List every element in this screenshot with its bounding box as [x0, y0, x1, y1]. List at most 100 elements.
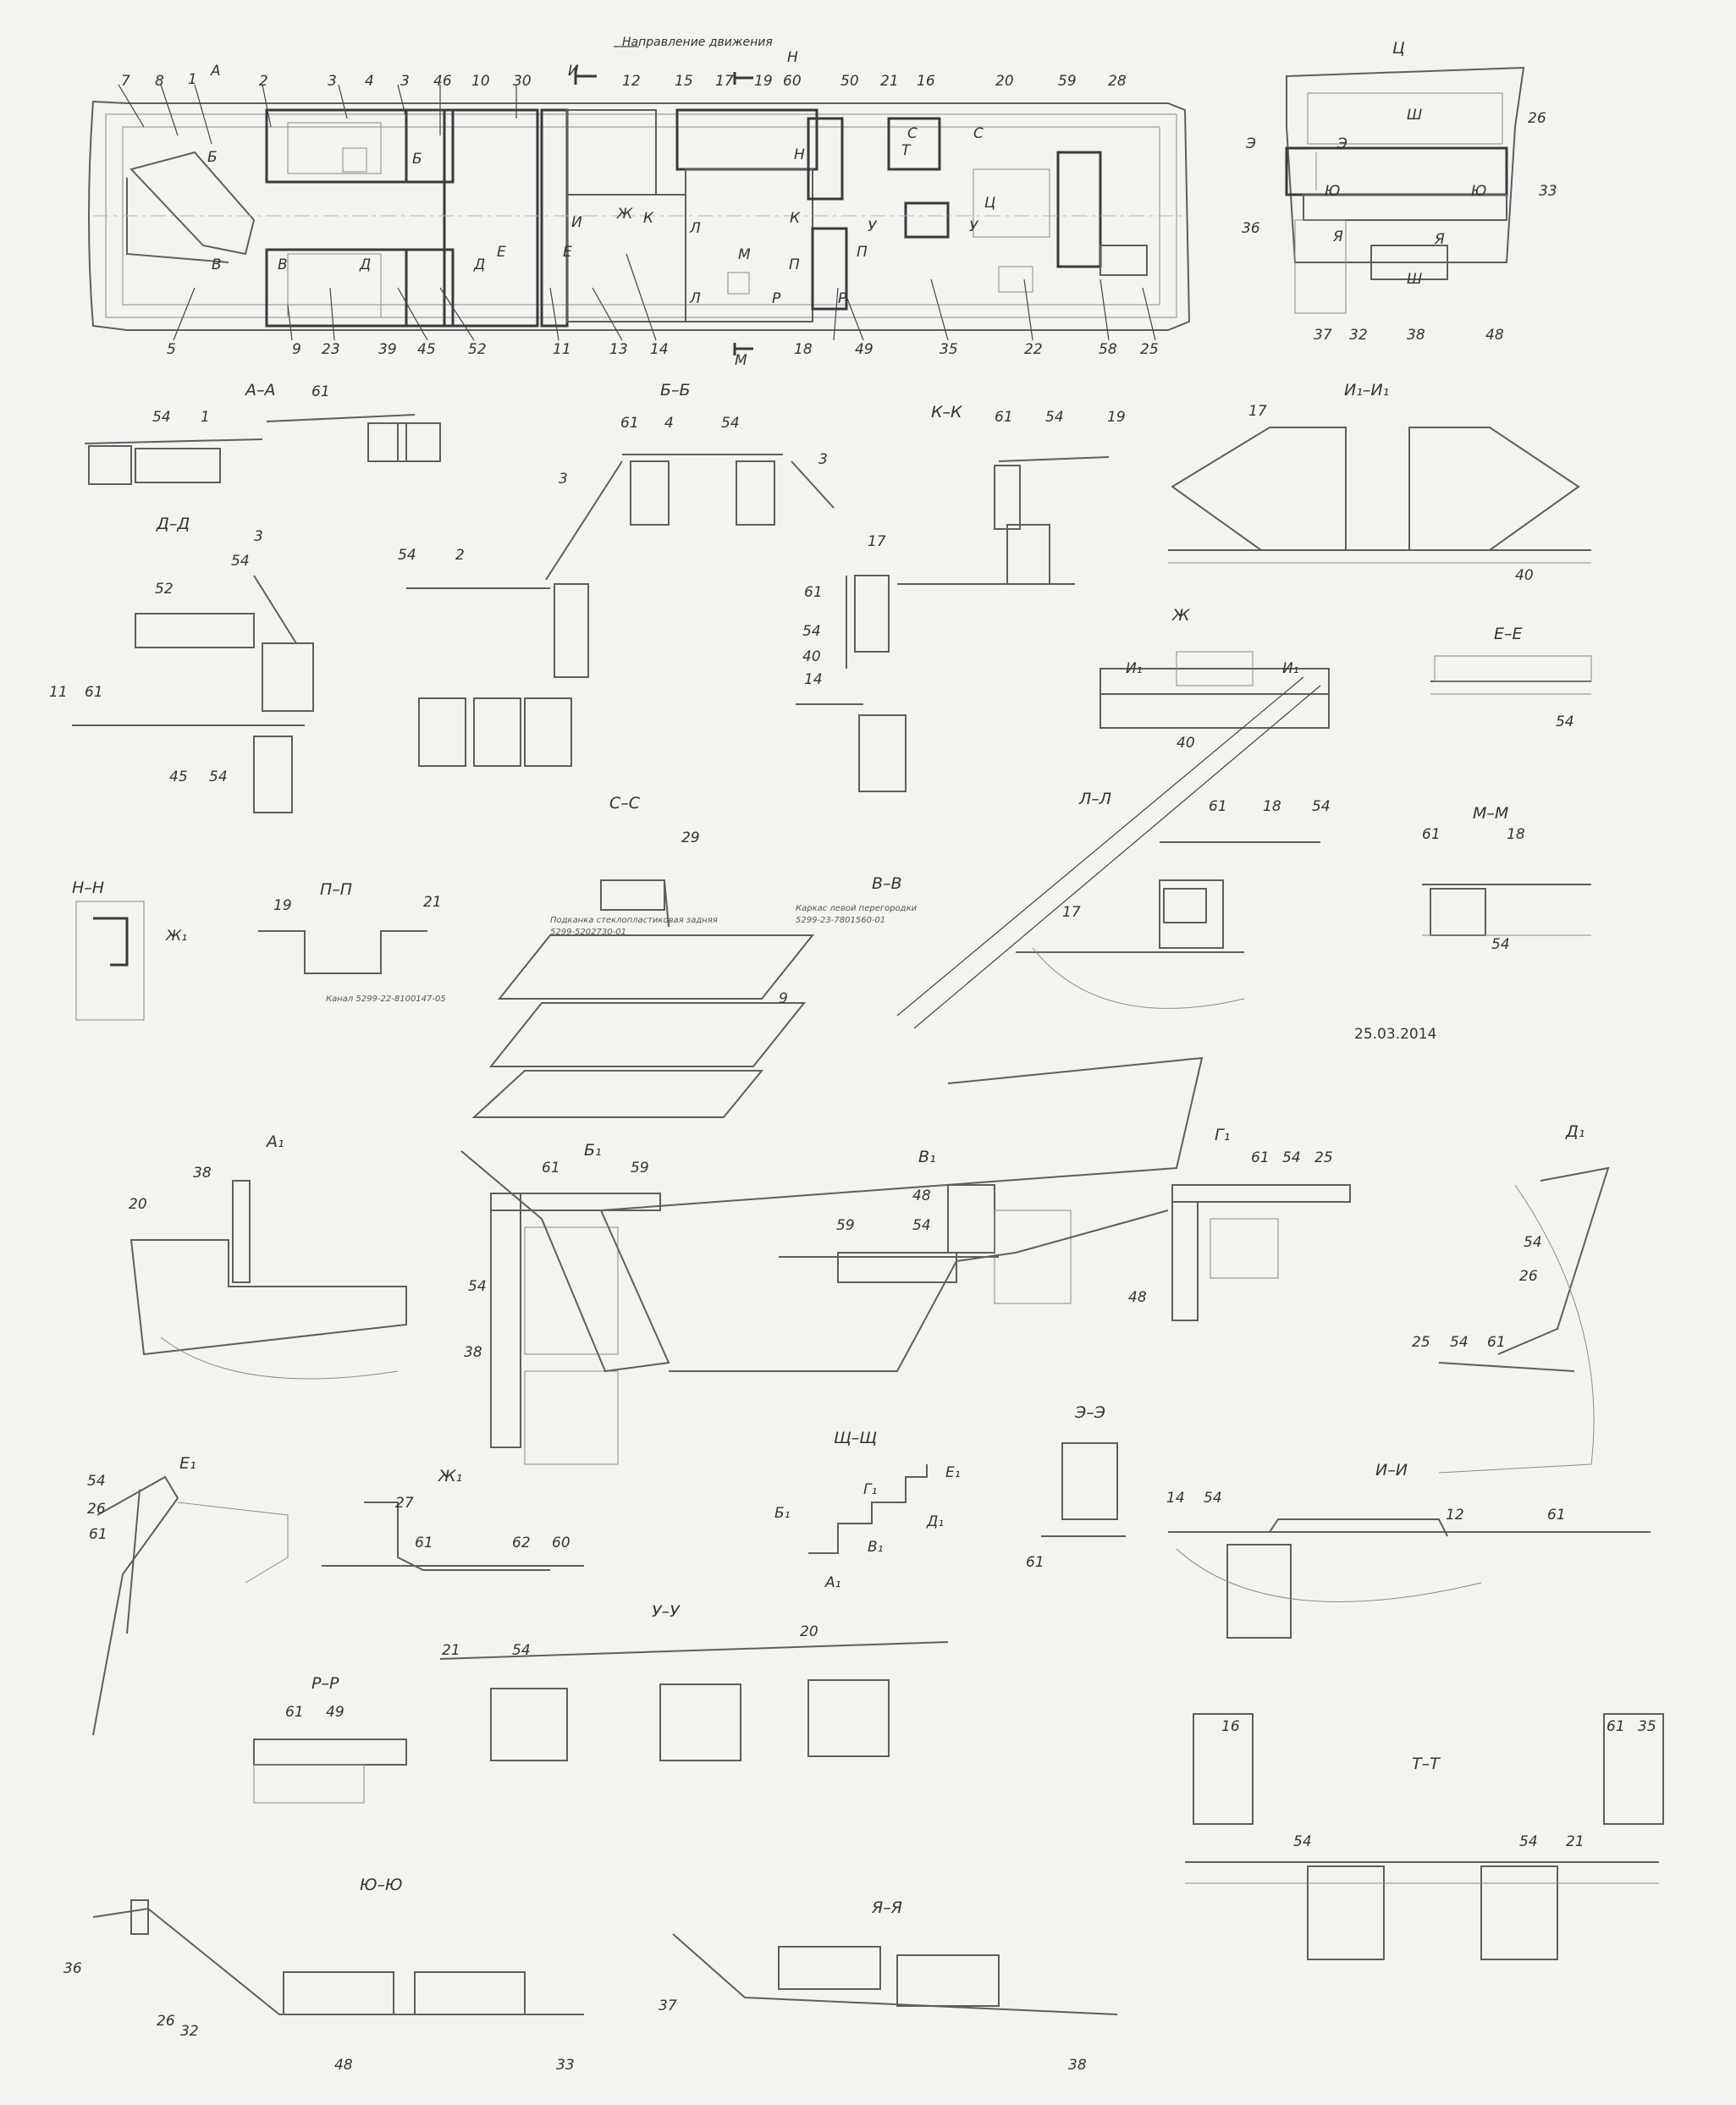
section-label: 40: [802, 648, 821, 665]
section-title: Я–Я: [872, 1898, 902, 1917]
plan-label: 46: [433, 73, 452, 90]
rear-view-label: Ю: [1471, 183, 1487, 200]
plan-label: 13: [609, 341, 628, 358]
section-details: [72, 414, 1664, 2015]
plan-label: Е: [563, 244, 572, 261]
section-label: 61: [620, 415, 639, 432]
section-title: Э–Э: [1075, 1403, 1106, 1422]
section-label: 61: [804, 584, 823, 601]
rear-view: [1285, 66, 1525, 314]
plan-label: Н: [787, 49, 798, 66]
section-label: 20: [800, 1623, 818, 1640]
section-label: 49: [326, 1704, 344, 1721]
section-label: 54: [1491, 936, 1510, 953]
section-label: 54: [1450, 1334, 1469, 1351]
plan-label: 12: [622, 73, 641, 90]
plan-label: Л: [690, 220, 701, 237]
plan-label: К: [643, 210, 654, 227]
plan-label: 50: [840, 73, 859, 90]
section-label: 61: [1422, 826, 1441, 843]
section-label: А₁: [825, 1574, 841, 1591]
section-label: 17: [1248, 403, 1267, 420]
section-label: 54: [512, 1642, 531, 1659]
section-label: 54: [1204, 1490, 1222, 1507]
plan-label: И: [571, 214, 582, 231]
plan-label: 21: [880, 73, 899, 90]
plan-label: 35: [940, 341, 958, 358]
section-label: 14: [804, 671, 823, 688]
section-label: 61: [1251, 1149, 1270, 1166]
section-title: М–М: [1473, 804, 1509, 823]
plan-label: К: [790, 210, 801, 227]
plan-label: Р: [772, 290, 781, 307]
plan-label: С: [907, 125, 918, 142]
section-title: А₁: [267, 1132, 284, 1151]
section-label: 61: [1547, 1507, 1566, 1524]
section-label: 61: [1209, 798, 1227, 815]
left-frame-note: Каркас левой перегородки: [796, 904, 918, 913]
rear-view-label: 33: [1539, 183, 1557, 200]
section-title: Н–Н: [72, 879, 105, 897]
section-label: 36: [63, 1960, 82, 1977]
section-label: Д₁: [927, 1513, 945, 1530]
section-label: 61: [542, 1160, 560, 1176]
section-title: Е–Е: [1494, 625, 1523, 643]
section-label: 33: [556, 2057, 575, 2074]
section-label: 25: [1314, 1149, 1333, 1166]
section-title: Ж₁: [438, 1467, 463, 1485]
plan-label: Ц: [984, 195, 996, 212]
section-label: 48: [1128, 1289, 1147, 1306]
rear-view-label: Ш: [1407, 107, 1423, 124]
section-title: Г₁: [1215, 1126, 1231, 1144]
plan-label: 8: [155, 73, 164, 90]
section-label: 32: [180, 2023, 199, 2040]
plan-label: 5: [167, 341, 176, 358]
section-label: 54: [231, 553, 250, 570]
plan-label: 4: [365, 73, 374, 90]
plan-label: М: [735, 352, 747, 369]
rear-view-label: Ю: [1325, 183, 1341, 200]
plan-label: 19: [754, 73, 773, 90]
plan-label: 2: [259, 73, 268, 90]
plan-label: У: [868, 218, 877, 235]
plan-label: 30: [513, 73, 532, 90]
section-label: 38: [464, 1344, 482, 1361]
plan-label: 11: [553, 341, 571, 358]
plan-label: 58: [1099, 341, 1117, 358]
section-label: 26: [1519, 1268, 1538, 1285]
section-label: 16: [1221, 1718, 1240, 1735]
section-title: И–И: [1375, 1461, 1408, 1480]
section-title: Щ–Щ: [834, 1429, 878, 1447]
section-label: 38: [1068, 2057, 1087, 2074]
plan-label: 10: [471, 73, 490, 90]
plan-label: И: [568, 63, 579, 80]
rear-panel-note: Подканка стеклопластиковая задняя: [550, 916, 718, 925]
floor-plan: [88, 46, 1191, 355]
section-label: 62: [512, 1535, 531, 1551]
leader-lines: [118, 84, 1156, 341]
section-title: В–В: [872, 874, 902, 893]
channel-note: Канал 5299-22-8100147-05: [326, 995, 446, 1004]
section-label: 2: [455, 547, 465, 564]
section-label: 54: [468, 1278, 487, 1295]
rear-view-label: 38: [1407, 327, 1425, 344]
left-frame-code: 5299-23-7801560-01: [796, 916, 886, 925]
section-label: 12: [1446, 1507, 1464, 1524]
section-label: 61: [89, 1526, 107, 1543]
section-label: Ж₁: [166, 928, 188, 945]
section-label: 61: [995, 409, 1013, 426]
section-title: Б–Б: [660, 381, 691, 400]
plan-label: Е: [497, 244, 506, 261]
section-title: Л–Л: [1079, 790, 1112, 808]
section-label: 21: [1566, 1833, 1584, 1850]
section-title: К–К: [931, 403, 962, 422]
section-title: И₁–И₁: [1344, 381, 1390, 400]
section-label: 54: [1519, 1833, 1538, 1850]
section-label: 54: [1312, 798, 1331, 815]
section-title: Б₁: [584, 1141, 602, 1160]
section-label: 59: [836, 1217, 855, 1234]
section-label: 3: [254, 528, 263, 545]
rear-view-label: 48: [1485, 327, 1504, 344]
section-label: Е₁: [945, 1464, 961, 1481]
